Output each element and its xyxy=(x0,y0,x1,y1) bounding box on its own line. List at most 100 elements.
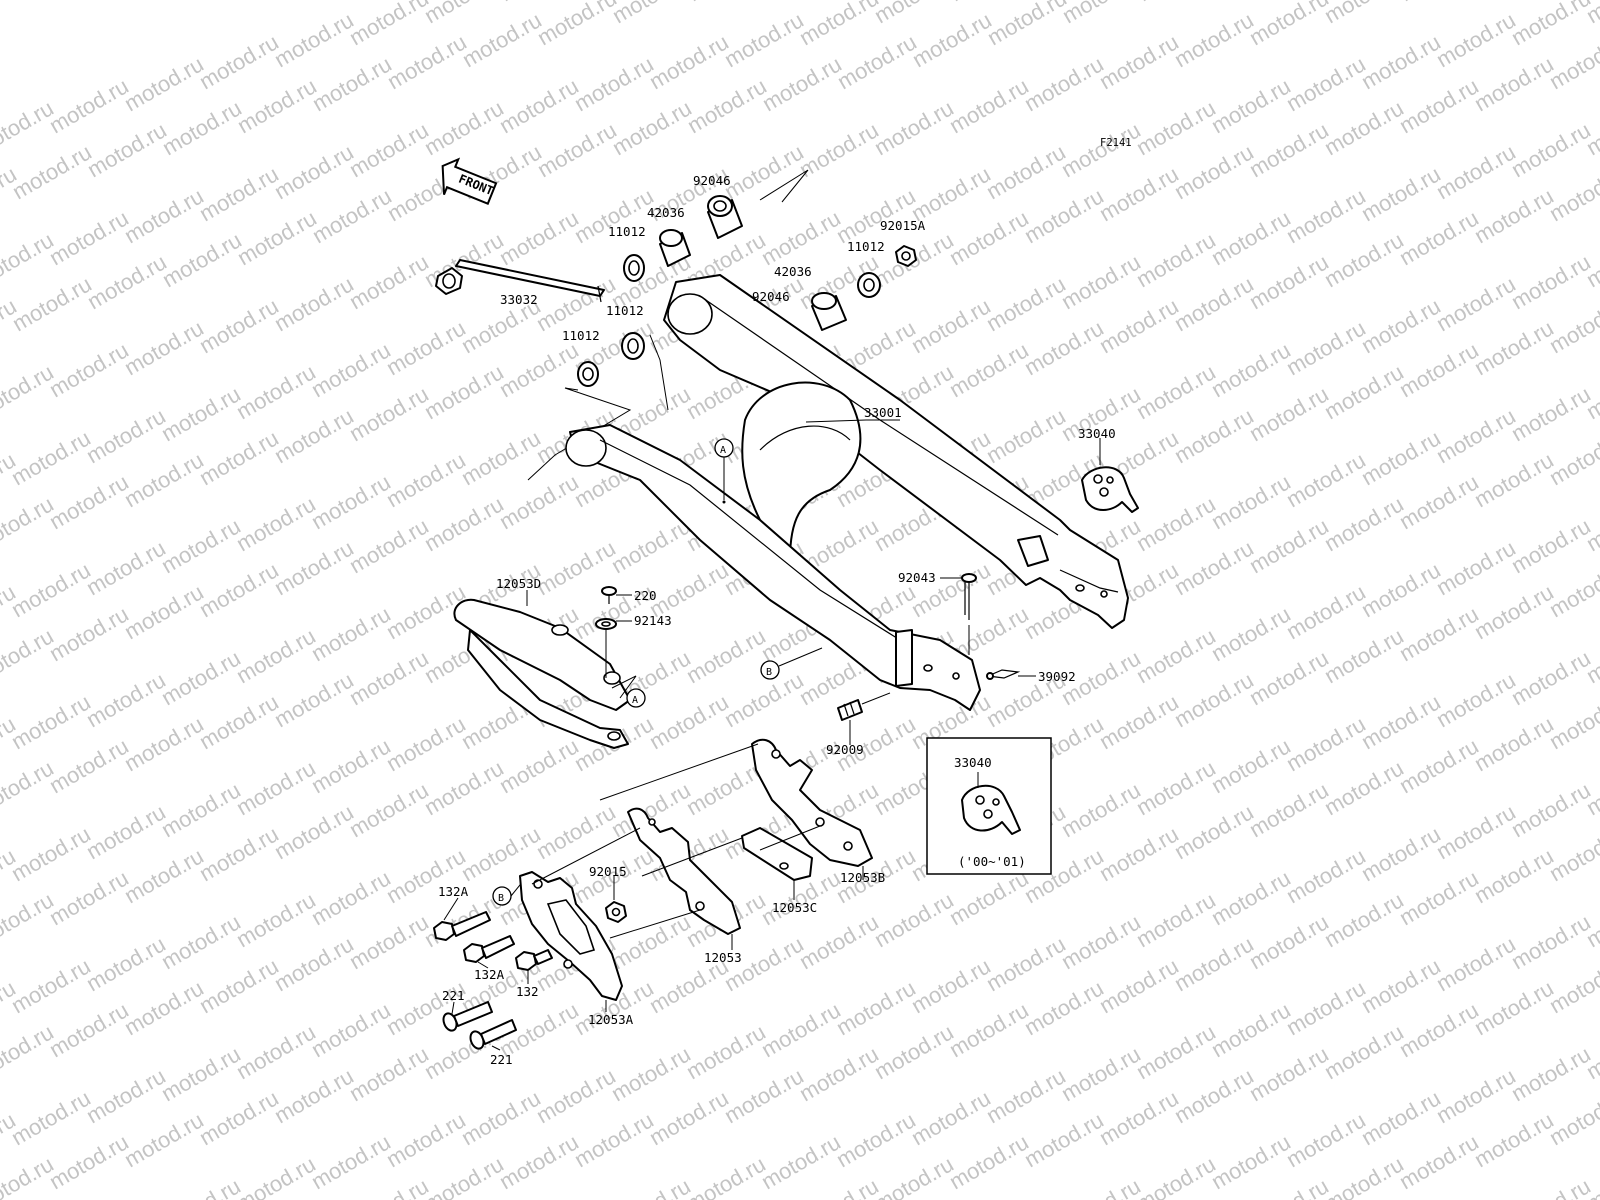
watermark-text: motod.ru xyxy=(945,73,1033,138)
watermark-text: motod.ru xyxy=(45,865,133,930)
watermark-text: motod.ru xyxy=(232,1019,320,1084)
watermark-text: motod.ru xyxy=(233,73,321,138)
watermark-text: motod.ru xyxy=(1432,931,1520,996)
watermark-text: motod.ru xyxy=(1057,1173,1145,1200)
watermark-text: motod.ru xyxy=(1133,0,1221,6)
watermark-text: motod.ru xyxy=(345,909,433,974)
watermark-text: motod.ru xyxy=(120,711,208,776)
watermark-text: motod.ru xyxy=(307,865,395,930)
nut-92015 xyxy=(605,901,627,923)
watermark-text: motod.ru xyxy=(945,0,1033,6)
watermark-text: motod.ru xyxy=(1207,205,1295,270)
axis-line-top xyxy=(759,169,809,203)
watermark-text: motod.ru xyxy=(832,1107,920,1172)
watermark-text: motod.ru xyxy=(232,755,320,820)
watermark-text: motod.ru xyxy=(1545,293,1600,358)
watermark-text: motod.ru xyxy=(1057,909,1145,974)
watermark-text: motod.ru xyxy=(0,1019,58,1084)
watermark-text: motod.ru xyxy=(758,51,846,116)
watermark-text: motod.ru xyxy=(1170,535,1258,600)
watermark-text: motod.ru xyxy=(345,117,433,182)
callout-B-upper: B xyxy=(760,660,780,680)
watermark-text: motod.ru xyxy=(307,997,395,1062)
bolt-221-1 xyxy=(442,1001,493,1032)
watermark-text: motod.ru xyxy=(1320,95,1408,160)
leader-33001 xyxy=(805,419,900,423)
chain-slider-12053D xyxy=(453,598,631,749)
watermark-text: motod.ru xyxy=(457,425,545,490)
watermark-text: motod.ru xyxy=(1395,73,1483,138)
watermark-text: motod.ru xyxy=(45,601,133,666)
watermark-text: motod.ru xyxy=(308,183,396,248)
watermark-text: motod.ru xyxy=(232,491,320,556)
watermark-text: motod.ru xyxy=(795,1041,883,1106)
watermark-text: motod.ru xyxy=(157,645,245,710)
watermark-text: motod.ru xyxy=(1357,29,1445,94)
watermark-text: motod.ru xyxy=(607,1173,695,1200)
watermark-text: motod.ru xyxy=(1132,1151,1220,1200)
watermark-text: motod.ru xyxy=(45,733,133,798)
watermark-text: motod.ru xyxy=(908,7,996,72)
collar-11012-left xyxy=(577,361,599,387)
label-39092: 39092 xyxy=(1038,669,1076,684)
watermark-text: motod.ru xyxy=(1095,29,1183,94)
label-11012-top: 11012 xyxy=(608,224,646,239)
watermark-text: motod.ru xyxy=(1470,975,1558,1040)
watermark-text: motod.ru xyxy=(157,909,245,974)
watermark-text: motod.ru xyxy=(1357,161,1445,226)
watermark-text: motod.ru xyxy=(1432,403,1520,468)
watermark-text: motod.ru xyxy=(1320,359,1408,424)
watermark-text: motod.ru xyxy=(157,1173,245,1200)
watermark-text: motod.ru xyxy=(307,733,395,798)
watermark-text: motod.ru xyxy=(1282,183,1370,248)
watermark-text: motod.ru xyxy=(1132,359,1220,424)
watermark-text: motod.ru xyxy=(382,315,470,380)
watermark-text: motod.ru xyxy=(270,7,358,72)
watermark-text: motod.ru xyxy=(1282,843,1370,908)
watermark-text: motod.ru xyxy=(82,535,170,600)
guide-cover-12053A xyxy=(519,871,623,1001)
watermark-text: motod.ru xyxy=(1545,689,1600,754)
watermark-text: motod.ru xyxy=(7,689,95,754)
watermark-text: motod.ru xyxy=(308,51,396,116)
watermark-text: motod.ru xyxy=(495,1129,583,1194)
label-132A-1: 132A xyxy=(438,884,469,899)
label-92143: 92143 xyxy=(634,613,672,628)
watermark-text: motod.ru xyxy=(720,139,808,204)
label-33001: 33001 xyxy=(864,405,902,420)
watermark-text: motod.ru xyxy=(383,29,471,94)
watermark-text: motod.ru xyxy=(682,1019,770,1084)
watermark-text: motod.ru xyxy=(1470,579,1558,644)
watermark-text: motod.ru xyxy=(45,73,133,138)
watermark-text: motod.ru xyxy=(1395,733,1483,798)
watermark-text: motod.ru xyxy=(457,1085,545,1150)
watermark-text: motod.ru xyxy=(1395,0,1483,6)
watermark-text: motod.ru xyxy=(0,623,58,688)
watermark-text: motod.ru xyxy=(495,337,583,402)
label-11012-right: 11012 xyxy=(847,239,885,254)
watermark-text: motod.ru xyxy=(7,425,95,490)
watermark-text: motod.ru xyxy=(45,997,133,1062)
watermark-text: motod.ru xyxy=(1282,975,1370,1040)
watermark-text: motod.ru xyxy=(1282,579,1370,644)
nut-92015A xyxy=(895,245,917,267)
watermark-text: motod.ru xyxy=(270,799,358,864)
watermark-text: motod.ru xyxy=(1545,29,1600,94)
svg-text:B: B xyxy=(498,893,504,904)
bolt-220 xyxy=(601,586,617,604)
watermark-text: motod.ru xyxy=(233,205,321,270)
assembly-leaders xyxy=(531,743,821,939)
watermark-text: motod.ru xyxy=(1245,777,1333,842)
label-92046-right: 92046 xyxy=(752,289,790,304)
watermark-text: motod.ru xyxy=(7,821,95,886)
watermark-text: motod.ru xyxy=(1357,689,1445,754)
watermark-text: motod.ru xyxy=(83,249,171,314)
watermark-text: motod.ru xyxy=(1095,161,1183,226)
watermark-text: motod.ru xyxy=(1545,953,1600,1018)
bolt-132 xyxy=(515,949,553,971)
watermark-text: motod.ru xyxy=(608,0,696,28)
watermark-text: motod.ru xyxy=(1058,0,1146,28)
watermark-text: motod.ru xyxy=(420,95,508,160)
guide-plate-12053 xyxy=(627,807,741,935)
